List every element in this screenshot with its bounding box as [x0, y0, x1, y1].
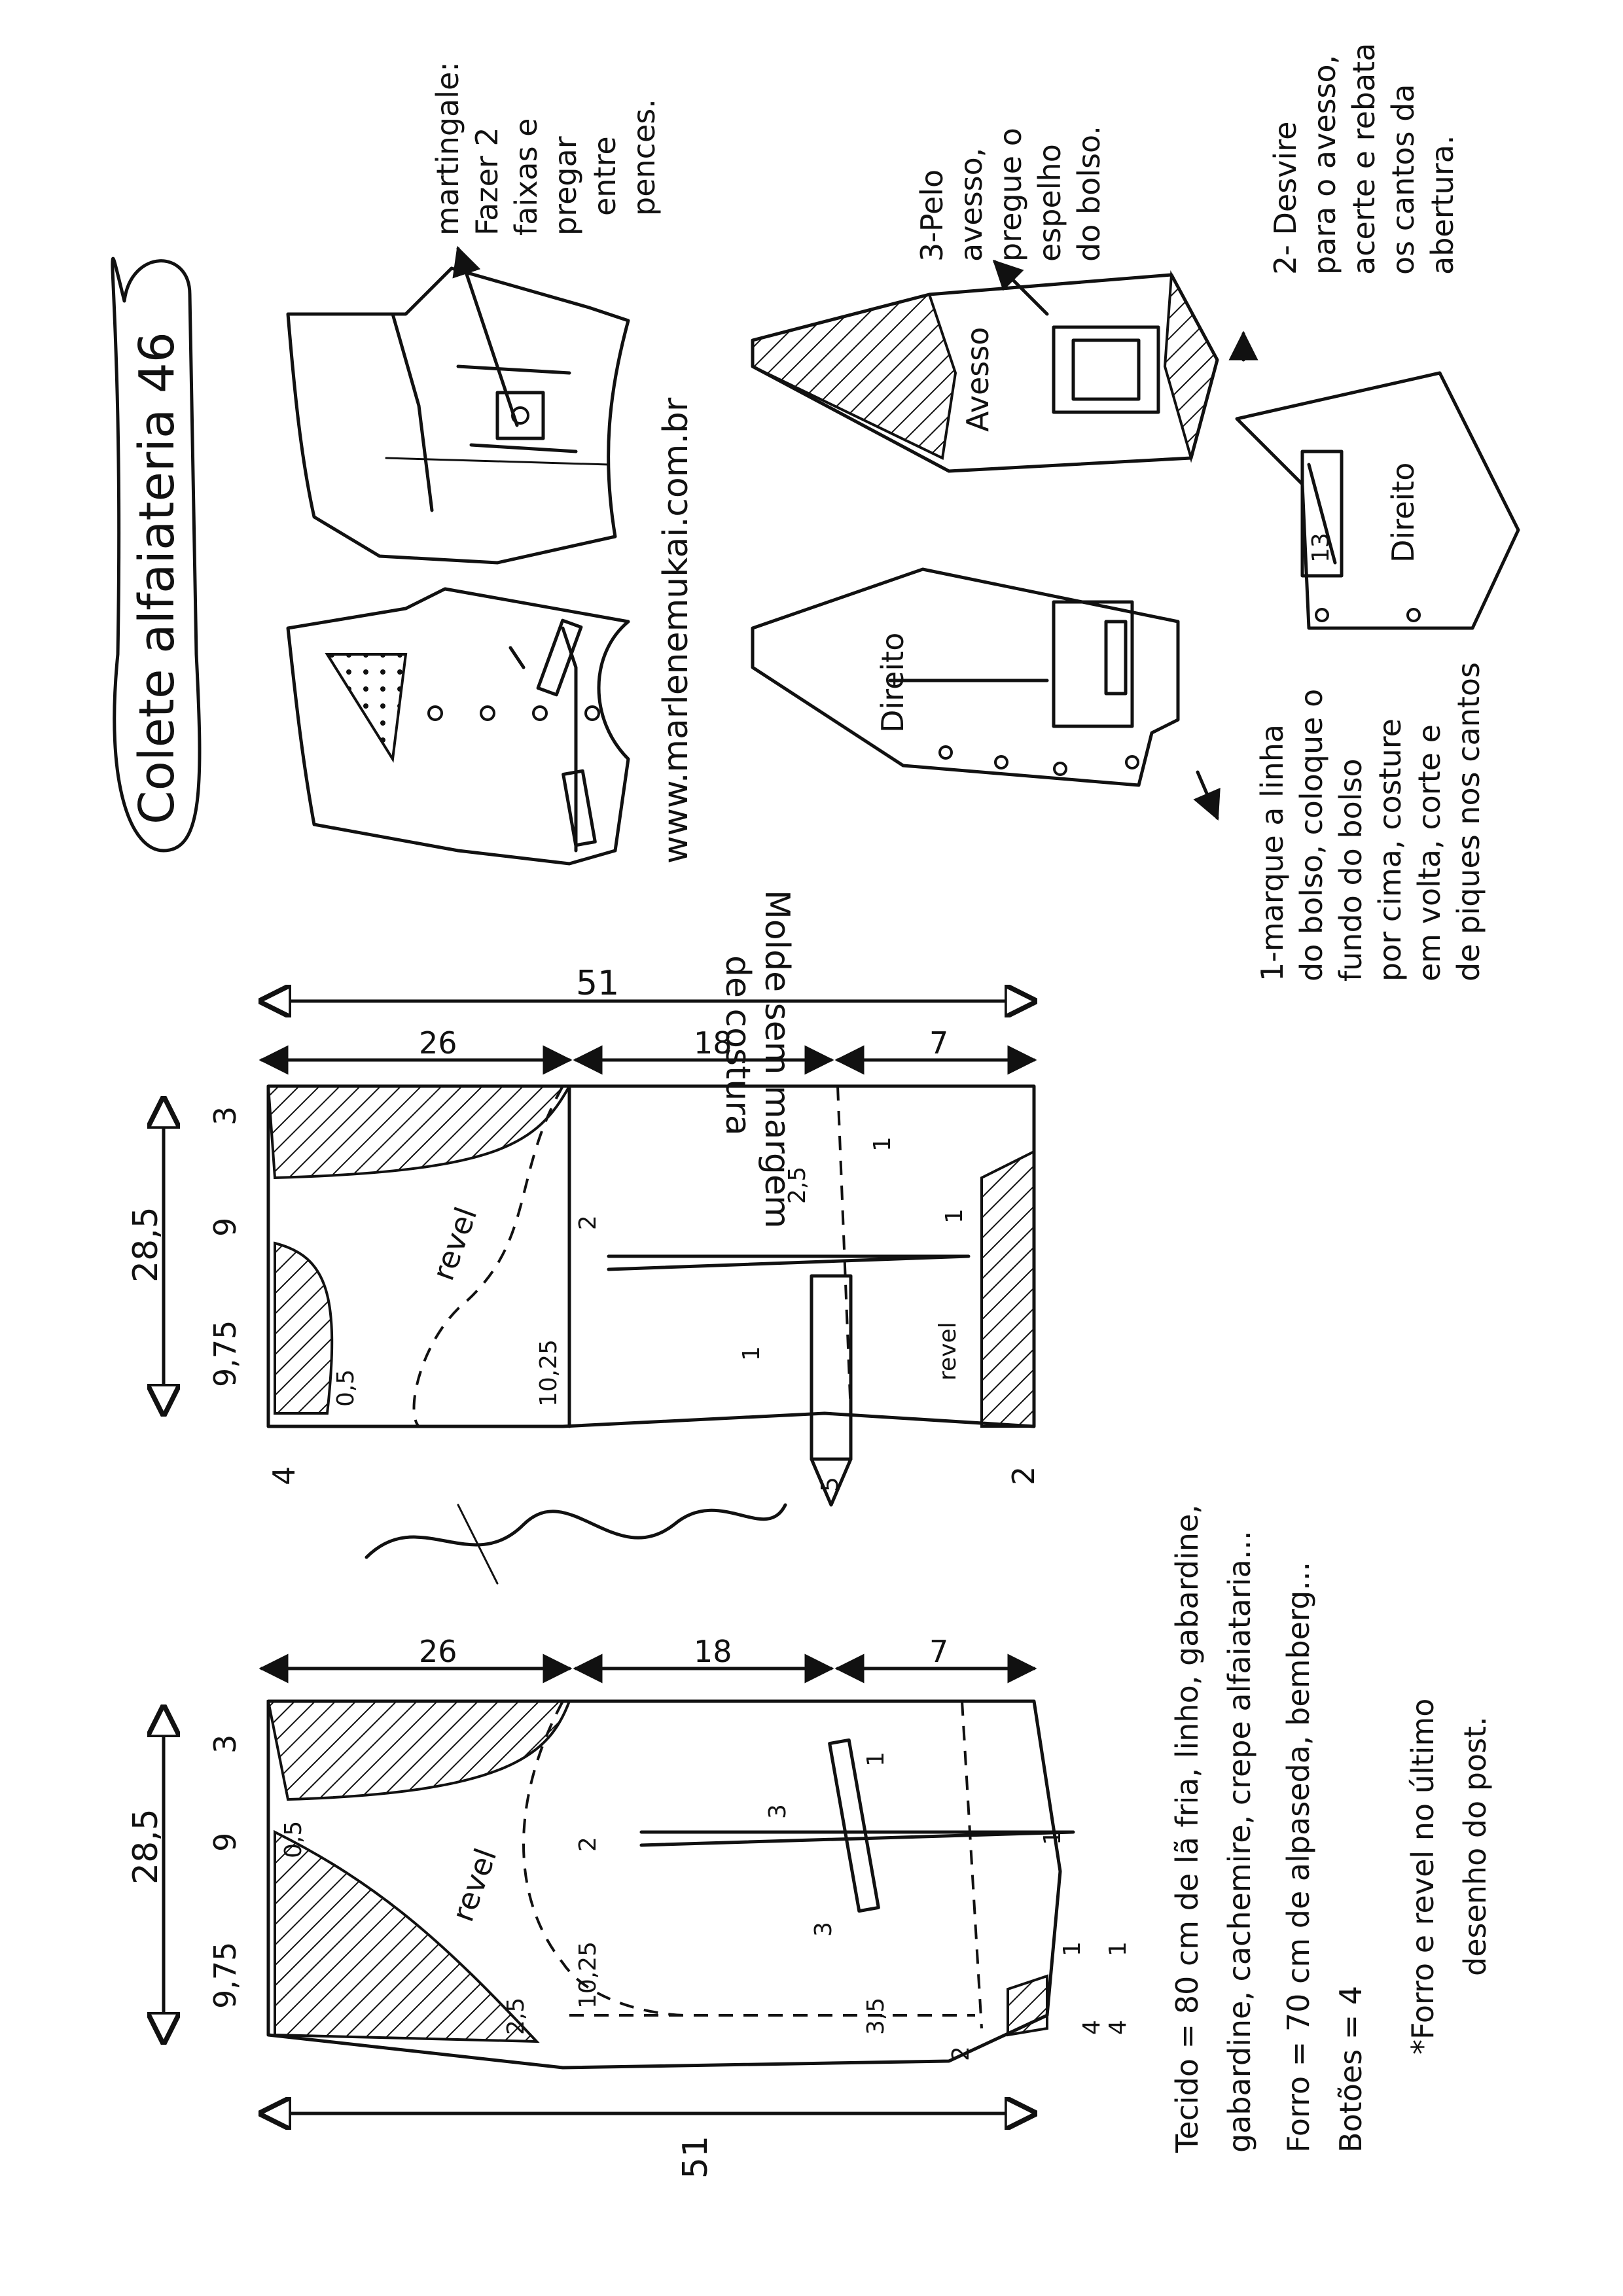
svg-text:Botões = 4: Botões = 4: [1333, 1986, 1368, 2153]
svg-text:Tecido = 80 cm de lã fria, lin: Tecido = 80 cm de lã fria, linho, gabard…: [1169, 1504, 1205, 2153]
martingale-note: martingale: Fazer 2 faixas e pregar entr…: [430, 62, 662, 427]
pocket-panel-step2: Direito 13: [1235, 371, 1520, 630]
svg-text:0,5: 0,5: [280, 1821, 307, 1858]
button-icon: [584, 705, 600, 721]
svg-text:espelho: espelho: [1032, 144, 1067, 262]
svg-text:51: 51: [576, 964, 619, 1003]
svg-text:fundo do bolso: fundo do bolso: [1333, 758, 1368, 981]
svg-text:4: 4: [1079, 2020, 1105, 2035]
svg-text:9: 9: [207, 1218, 243, 1237]
svg-text:de piques nos cantos: de piques nos cantos: [1451, 662, 1486, 981]
materials-list: Tecido = 80 cm de lã fria, linho, gabard…: [1169, 1504, 1493, 2153]
svg-text:3-Pelo: 3-Pelo: [914, 169, 950, 262]
svg-text:1: 1: [941, 1209, 968, 1224]
svg-text:2- Desvire: 2- Desvire: [1268, 122, 1303, 275]
svg-text:1: 1: [1105, 1941, 1132, 1956]
svg-text:*Forro e revel no último: *Forro e revel no último: [1405, 1699, 1440, 2055]
title-bubble: Colete alfaiateria 46: [111, 256, 202, 853]
svg-text:avesso,: avesso,: [954, 148, 989, 262]
svg-text:7: 7: [929, 1634, 948, 1669]
svg-text:2: 2: [575, 1215, 601, 1230]
front-piece-pattern: 26 18 7 28,5 9,75 9 3 revel 0,5 2,5 10,2…: [126, 1634, 1132, 2179]
vest-front-sketch: [286, 587, 630, 866]
svg-text:desenho do post.: desenho do post.: [1457, 1716, 1493, 1976]
svg-text:abertura.: abertura.: [1425, 135, 1460, 275]
svg-text:Forro = 70 cm de alpaseda, bem: Forro = 70 cm de alpaseda, bemberg...: [1281, 1562, 1316, 2153]
signature-icon: [365, 1503, 787, 1585]
svg-text:os cantos da: os cantos da: [1385, 84, 1421, 275]
svg-text:1: 1: [738, 1346, 765, 1361]
svg-text:acerte e rebata: acerte e rebata: [1346, 43, 1382, 275]
svg-text:1: 1: [863, 1752, 889, 1767]
step-notes: 1-marque a linha do bolso, coloque o fun…: [914, 43, 1486, 981]
svg-text:3: 3: [207, 1106, 243, 1125]
svg-text:Avesso: Avesso: [960, 327, 995, 432]
svg-text:1: 1: [1039, 1830, 1066, 1845]
svg-text:2,5: 2,5: [784, 1167, 811, 1204]
svg-text:10,25: 10,25: [535, 1339, 562, 1407]
svg-text:13: 13: [1308, 533, 1334, 563]
svg-text:por cima, costure: por cima, costure: [1372, 718, 1408, 981]
svg-text:28,5: 28,5: [126, 1809, 166, 1884]
svg-text:4: 4: [1105, 2020, 1132, 2035]
svg-text:1-marque a linha: 1-marque a linha: [1255, 724, 1290, 981]
svg-text:28,5: 28,5: [126, 1207, 166, 1282]
website: www.marlenemukai.com.br: [656, 397, 696, 864]
vest-back-sketch: [286, 266, 630, 565]
svg-text:do bolso.: do bolso.: [1071, 126, 1107, 262]
pocket-panel-avesso: Avesso: [751, 270, 1219, 473]
svg-text:2,5: 2,5: [503, 1998, 529, 2035]
page-title: Colete alfaiateria 46: [129, 332, 185, 824]
svg-text:9,75: 9,75: [207, 1320, 243, 1387]
svg-text:3,5: 3,5: [863, 1998, 889, 2035]
svg-text:pregue o: pregue o: [993, 128, 1028, 262]
svg-text:3: 3: [764, 1804, 791, 1819]
svg-text:1: 1: [869, 1137, 896, 1152]
svg-text:revel: revel: [445, 1844, 504, 1926]
svg-text:em volta, corte e: em volta, corte e: [1412, 724, 1447, 981]
dotted-shirt-area: [325, 653, 408, 763]
svg-text:4: 4: [266, 1466, 302, 1485]
back-piece-pattern: 51 26 18 7 28,5 9,75 9 3 revel revel 0,5…: [126, 964, 1041, 1507]
svg-text:do bolso, coloque o: do bolso, coloque o: [1294, 689, 1329, 981]
svg-text:revel: revel: [425, 1203, 484, 1285]
svg-text:2: 2: [948, 2046, 974, 2061]
svg-text:51: 51: [676, 2136, 715, 2179]
svg-text:18: 18: [694, 1025, 732, 1061]
svg-text:26: 26: [419, 1025, 457, 1061]
svg-text:pregar: pregar: [548, 136, 583, 236]
svg-text:9: 9: [207, 1833, 243, 1852]
svg-text:gabardine, cachemire, crepe al: gabardine, cachemire, crepe alfaiataria.…: [1222, 1530, 1257, 2153]
svg-text:martingale:: martingale:: [430, 62, 465, 236]
svg-text:18: 18: [694, 1634, 732, 1669]
svg-text:5: 5: [817, 1477, 844, 1492]
svg-text:2: 2: [1006, 1466, 1041, 1485]
svg-text:para o avesso,: para o avesso,: [1307, 55, 1342, 275]
svg-text:0,5: 0,5: [332, 1369, 359, 1407]
svg-text:2: 2: [575, 1837, 601, 1852]
svg-text:revel: revel: [935, 1322, 961, 1381]
svg-text:faixas e: faixas e: [508, 118, 544, 236]
svg-text:pences.: pences.: [626, 99, 662, 216]
svg-text:3: 3: [207, 1735, 243, 1754]
svg-text:3: 3: [810, 1922, 837, 1937]
svg-text:26: 26: [419, 1634, 457, 1669]
svg-text:Direito: Direito: [1385, 463, 1421, 563]
svg-text:1: 1: [1059, 1941, 1086, 1956]
svg-text:9,75: 9,75: [207, 1942, 243, 2009]
svg-text:Fazer 2: Fazer 2: [469, 127, 505, 236]
pocket-panel-direito: Direito: [751, 567, 1180, 787]
svg-text:Direito: Direito: [875, 633, 910, 733]
button-icon: [532, 705, 548, 721]
svg-text:10,25: 10,25: [575, 1941, 601, 2009]
button-icon: [480, 705, 495, 721]
svg-text:7: 7: [929, 1025, 948, 1061]
svg-text:entre: entre: [587, 136, 622, 216]
button-icon: [427, 705, 443, 721]
